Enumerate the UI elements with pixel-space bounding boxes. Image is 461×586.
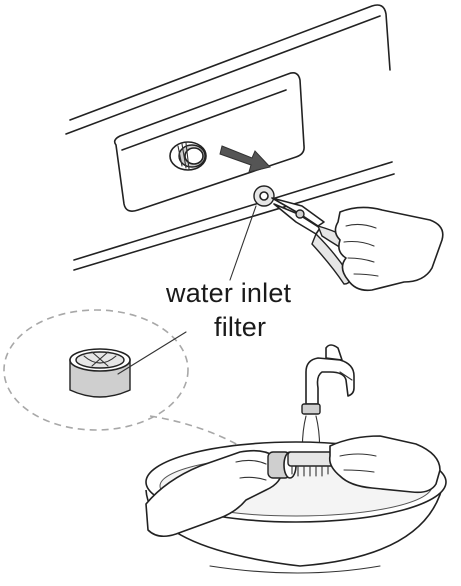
filter-icon: [69, 348, 131, 398]
callout-pointer: [149, 415, 241, 447]
callout-bubble: [3, 309, 189, 431]
hand-icon: [334, 206, 444, 292]
magnified-leader-line: [117, 331, 187, 375]
label-filter: filter: [214, 312, 267, 342]
hand-icon: [145, 449, 283, 538]
hand-icon: [328, 435, 441, 494]
direction-arrow-icon: [219, 145, 271, 173]
label-leader-line: [229, 205, 257, 281]
filter-icon: [253, 185, 275, 207]
water-tap-icon: [301, 344, 355, 415]
label-water-inlet: water inlet: [166, 278, 292, 308]
washing-machine-back-panel-icon: [65, 4, 395, 271]
water-inlet-connector-icon: [169, 141, 207, 171]
